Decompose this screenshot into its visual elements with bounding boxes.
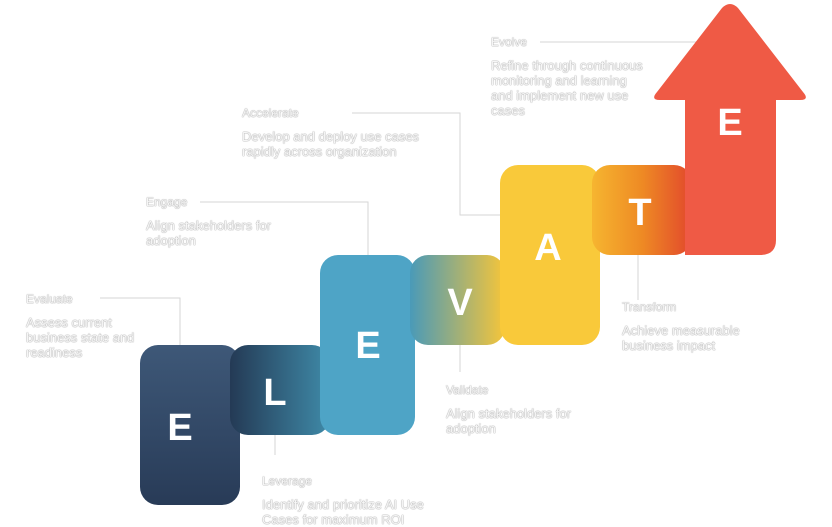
step-title: Engage bbox=[146, 195, 188, 209]
step-desc: Align stakeholders for adoption bbox=[446, 406, 572, 436]
letter-e3: E bbox=[717, 102, 742, 144]
step-block-v bbox=[410, 255, 505, 345]
step-desc: Develop and deploy use cases rapidly acr… bbox=[242, 129, 420, 159]
step-desc: Identify and prioritize AI Use Cases for… bbox=[262, 497, 424, 527]
step-desc: Achieve measurable business impact bbox=[622, 323, 740, 353]
letter-e1: E bbox=[167, 407, 192, 449]
letter-a: A bbox=[534, 227, 561, 269]
step-title: Evolve bbox=[491, 35, 528, 49]
step-block-t bbox=[592, 165, 692, 255]
step-block-l bbox=[230, 345, 330, 435]
step-desc: Refine through continuous monitoring and… bbox=[491, 58, 643, 118]
letter-t: T bbox=[628, 192, 651, 234]
step-title: Accelerate bbox=[242, 106, 299, 120]
step-title: Evaluate bbox=[26, 292, 73, 306]
step-desc: Align stakeholders for adoption bbox=[146, 218, 272, 248]
arrow-block-e3 bbox=[654, 4, 806, 255]
step-title: Leverage bbox=[262, 474, 313, 488]
step-block-a bbox=[500, 165, 600, 345]
step-block-e1 bbox=[140, 345, 240, 505]
step-title: Validate bbox=[446, 383, 489, 397]
letter-e2: E bbox=[355, 325, 380, 367]
step-title: Transform bbox=[622, 300, 677, 314]
step-desc: Assess current business state and readin… bbox=[26, 315, 135, 360]
step-block-e2 bbox=[320, 255, 415, 435]
letter-l: L bbox=[263, 372, 286, 414]
letter-v: V bbox=[447, 282, 473, 324]
